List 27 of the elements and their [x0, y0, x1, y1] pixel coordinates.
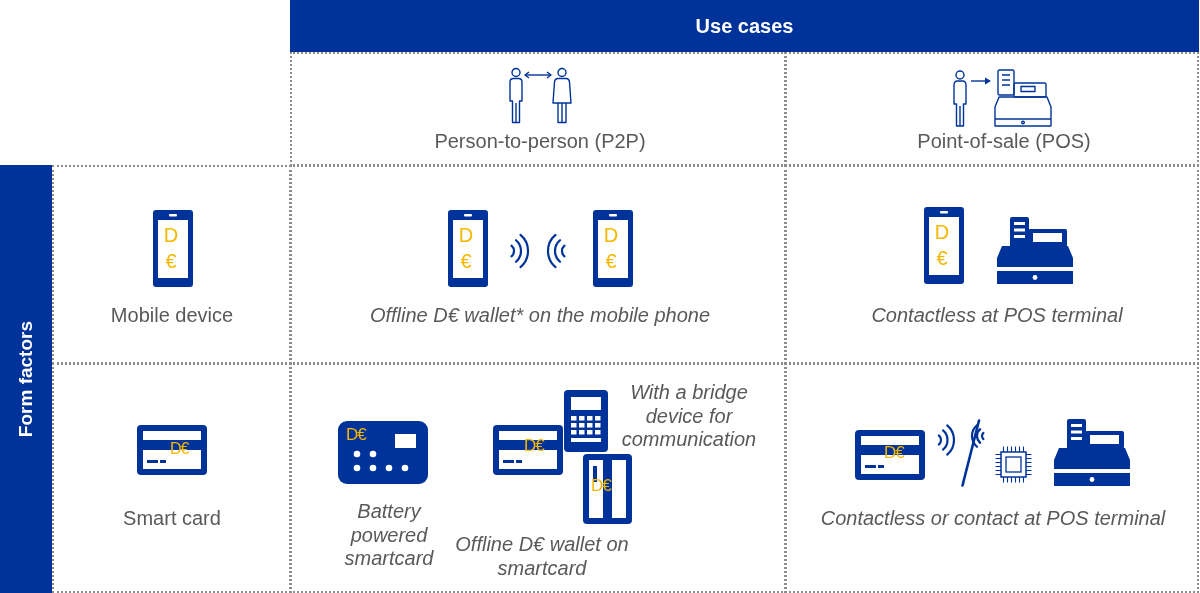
currency-label: D € — [163, 223, 179, 274]
cell-caption: With a bridge device for communication — [620, 381, 758, 452]
cell-caption: Offline D€ wallet on smartcard — [454, 533, 630, 580]
header-band — [0, 165, 52, 593]
cell-caption: Contactless at POS terminal — [871, 303, 1123, 327]
currency-label: D € — [934, 220, 950, 271]
currency-label: D € — [603, 223, 619, 274]
column-heading: Person-to-person (P2P) — [434, 129, 646, 153]
table-cell — [785, 363, 1199, 593]
table-cell — [785, 52, 1199, 166]
row-heading: Mobile device — [110, 303, 234, 327]
section-heading: Use cases — [695, 14, 794, 38]
header-band — [290, 0, 1199, 52]
currency-label: D € — [458, 223, 474, 274]
cell-caption: Offline D€ wallet* on the mobile phone — [369, 303, 711, 327]
table-cell — [785, 165, 1199, 364]
cell-caption: Battery powered smartcard — [343, 500, 435, 571]
table-cell — [290, 165, 786, 364]
currency-label: D€ — [346, 426, 366, 443]
cell-caption: Contactless or contact at POS terminal — [820, 506, 1166, 530]
table-cell — [52, 363, 291, 593]
column-heading: Point-of-sale (POS) — [917, 129, 1091, 153]
table-cell — [290, 52, 786, 166]
table-cell — [290, 363, 786, 593]
section-heading: Form factors — [15, 320, 37, 438]
row-heading: Smart card — [123, 506, 221, 530]
table-cell — [52, 165, 291, 364]
